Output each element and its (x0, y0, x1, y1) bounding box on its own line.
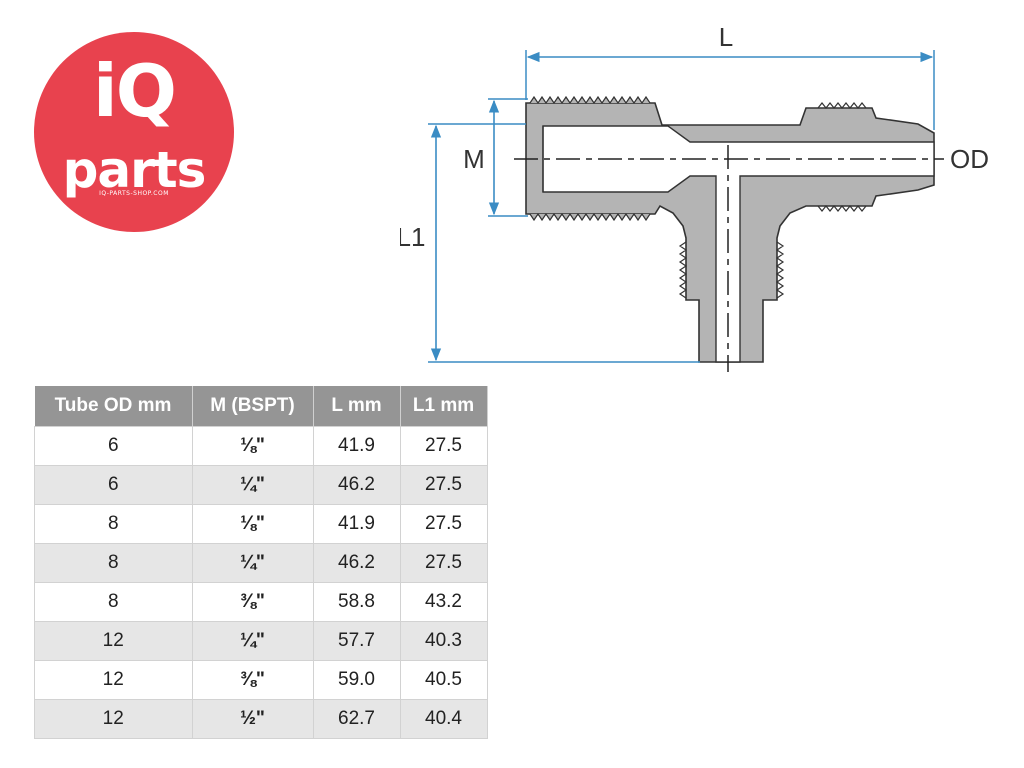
cell-tube-od: 8 (34, 504, 193, 544)
logo-url-text: IQ-PARTS-SHOP.COM (99, 190, 169, 197)
logo-parts-text: parts (62, 141, 207, 199)
cell-l-mm: 41.9 (312, 504, 401, 544)
cell-m-bspt: ¼" (191, 465, 314, 505)
tee-fitting-diagram: L M L1 OD (400, 22, 989, 372)
cell-tube-od: 6 (34, 426, 193, 466)
table-row: 6 ⅛" 41.9 27.5 (34, 426, 488, 466)
table-row: 6 ¼" 46.2 27.5 (34, 465, 488, 505)
header-tube-od: Tube OD mm (34, 386, 193, 427)
table-row: 12 ⅜" 59.0 40.5 (34, 660, 488, 700)
cell-l1-mm: 40.5 (399, 660, 488, 700)
cell-m-bspt: ¼" (191, 621, 314, 661)
cell-l1-mm: 40.3 (399, 621, 488, 661)
cell-m-bspt: ¼" (191, 543, 314, 583)
label-od: OD (950, 144, 989, 174)
cell-l1-mm: 43.2 (399, 582, 488, 622)
table-row: 8 ⅛" 41.9 27.5 (34, 504, 488, 544)
cell-l-mm: 62.7 (312, 699, 401, 739)
table-row: 8 ¼" 46.2 27.5 (34, 543, 488, 583)
cell-l-mm: 58.8 (312, 582, 401, 622)
cell-tube-od: 12 (34, 699, 193, 739)
cell-m-bspt: ⅛" (191, 426, 314, 466)
table-row: 12 ¼" 57.7 40.3 (34, 621, 488, 661)
cell-l1-mm: 27.5 (399, 504, 488, 544)
table-header-row: Tube OD mm M (BSPT) L mm L1 mm (34, 386, 488, 427)
cell-tube-od: 12 (34, 660, 193, 700)
table-row: 12 ½" 62.7 40.4 (34, 699, 488, 739)
label-l: L (719, 22, 733, 52)
cell-tube-od: 8 (34, 582, 193, 622)
dimensions-table-container: Tube OD mm M (BSPT) L mm L1 mm 6 ⅛" 41.9… (34, 386, 488, 739)
cell-m-bspt: ½" (191, 699, 314, 739)
right-thread-bottom (817, 205, 867, 212)
inner-bore (542, 125, 935, 363)
header-m-bspt: M (BSPT) (192, 386, 314, 427)
iq-parts-logo[interactable]: iQ parts IQ-PARTS-SHOP.COM (34, 32, 234, 232)
cell-l1-mm: 27.5 (399, 426, 488, 466)
cell-m-bspt: ⅜" (191, 660, 314, 700)
cell-l-mm: 46.2 (312, 465, 401, 505)
header-l1-mm: L1 mm (400, 386, 488, 427)
left-thread-bottom (529, 212, 651, 222)
cell-l-mm: 46.2 (312, 543, 401, 583)
cell-l1-mm: 40.4 (399, 699, 488, 739)
cell-tube-od: 6 (34, 465, 193, 505)
cell-l1-mm: 27.5 (399, 543, 488, 583)
branch-thread-right (775, 241, 785, 299)
cell-tube-od: 8 (34, 543, 193, 583)
cell-m-bspt: ⅛" (191, 504, 314, 544)
cell-m-bspt: ⅜" (191, 582, 314, 622)
right-thread-top (817, 102, 867, 109)
cell-tube-od: 12 (34, 621, 193, 661)
label-m: M (463, 144, 485, 174)
label-l1: L1 (400, 222, 425, 252)
table-row: 8 ⅜" 58.8 43.2 (34, 582, 488, 622)
cell-l1-mm: 27.5 (399, 465, 488, 505)
dimensions-table: Tube OD mm M (BSPT) L mm L1 mm 6 ⅛" 41.9… (34, 386, 488, 739)
cell-l-mm: 59.0 (312, 660, 401, 700)
logo-iq-text: iQ (93, 49, 177, 133)
header-l-mm: L mm (313, 386, 401, 427)
cell-l-mm: 57.7 (312, 621, 401, 661)
left-thread-top (529, 95, 651, 105)
branch-thread-left (678, 241, 688, 299)
cell-l-mm: 41.9 (312, 426, 401, 466)
